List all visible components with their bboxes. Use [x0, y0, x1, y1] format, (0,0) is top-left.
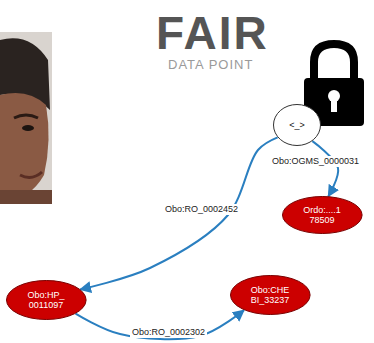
ellipse-shape — [282, 197, 362, 234]
ellipse-shape — [274, 105, 321, 146]
ellipse-shape — [230, 276, 310, 315]
node-label: Ordo:....1 78509 — [297, 205, 347, 226]
relation-arrow — [76, 310, 244, 339]
portrait-photo — [0, 32, 52, 204]
logo-subtitle: DATA POINT — [168, 57, 253, 72]
edge-label: Obo:RO_0002452 — [163, 204, 240, 215]
edge-label: Obo:RO_0002302 — [130, 327, 207, 338]
term-ellipse: Obo:CHE BI_33237 — [230, 275, 311, 315]
logo-title: FAIR — [156, 6, 269, 60]
node-label: Obo:CHE BI_33237 — [245, 285, 295, 306]
edge-label: Obo:OGMS_0000031 — [270, 156, 361, 167]
node-label: Obo:HP_ 0011097 — [21, 290, 71, 311]
ellipse-shape — [6, 281, 86, 320]
node-label: <_> — [289, 120, 305, 130]
blank-node-ellipse: <_> — [273, 104, 321, 146]
relation-arrow — [80, 137, 277, 289]
relation-arrow — [312, 141, 338, 196]
term-ellipse: Ordo:....1 78509 — [282, 196, 363, 234]
term-ellipse: Obo:HP_ 0011097 — [6, 280, 87, 320]
